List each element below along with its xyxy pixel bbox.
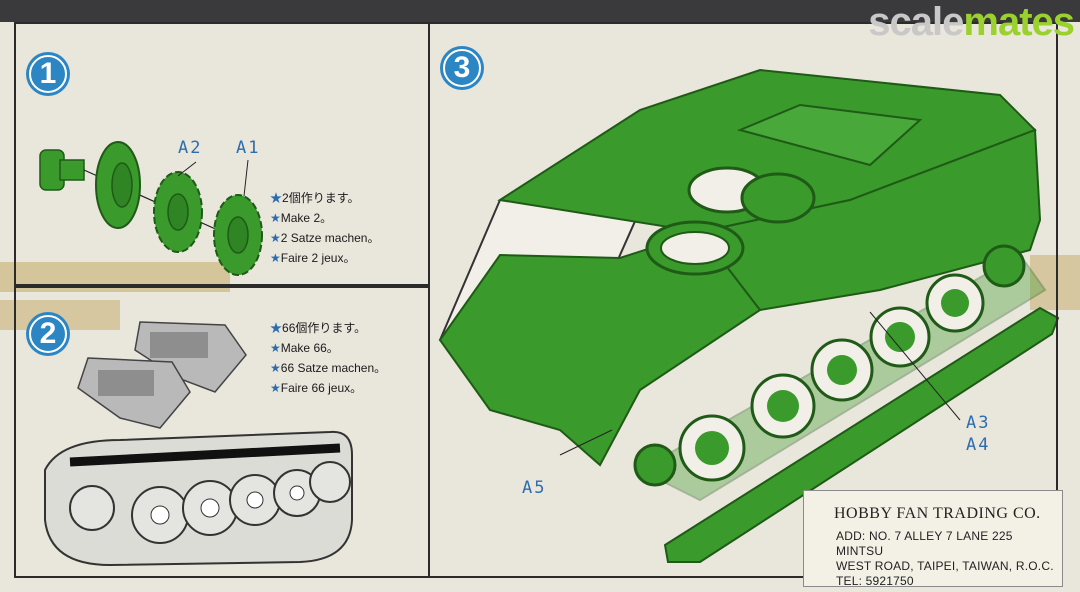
company-info-box: HOBBY FAN TRADING CO. ADD: NO. 7 ALLEY 7…: [803, 490, 1063, 589]
leader-a1: [243, 159, 249, 197]
instr-text-de: 2 Satze machen。: [280, 231, 380, 245]
step2-track-assembly: [44, 430, 353, 567]
instr-text-fr: Faire 2 jeux。: [280, 251, 356, 265]
address-line: WEST ROAD, TAIPEI, TAIWAN, R.O.C.: [836, 559, 1054, 573]
instr-line: ★66 Satze machen。: [270, 358, 386, 378]
leader-a2: [177, 161, 197, 177]
instr-text-jp: 2個作ります。: [282, 191, 360, 205]
step-2-instructions: ★66個作ります。 ★Make 66。 ★66 Satze machen。 ★F…: [270, 318, 386, 398]
instr-text-en: Make 66。: [280, 341, 339, 355]
instr-line: ★2個作ります。: [270, 188, 380, 208]
leader-a3-a4: [869, 311, 961, 421]
instr-line: ★Faire 66 jeux。: [270, 378, 386, 398]
phone-line: TEL: 5921750: [836, 574, 914, 588]
instr-text-de: 66 Satze machen。: [280, 361, 387, 375]
side-skirt-a3-a4: [663, 306, 1060, 563]
label-a3: A3: [966, 413, 991, 433]
step2-track-link-lower: [77, 357, 191, 429]
star-icon: ★: [270, 211, 281, 225]
company-address: ADD: NO. 7 ALLEY 7 LANE 225 MINTSU WEST …: [836, 529, 1062, 589]
address-line: ADD: NO. 7 ALLEY 7 LANE 225 MINTSU: [836, 529, 1013, 558]
watermark-part2: mates: [963, 0, 1075, 44]
scalemates-watermark: scalemates: [868, 0, 1075, 45]
top-dark-edge: [0, 0, 1080, 22]
star-icon: ★: [270, 251, 281, 265]
star-icon: ★: [270, 381, 281, 395]
instr-line: ★Faire 2 jeux。: [270, 248, 380, 268]
step3-vehicle-assembly: [438, 68, 1047, 502]
sprocket-a1: [213, 194, 263, 276]
instr-text-fr: Faire 66 jeux。: [280, 381, 363, 395]
step-1-badge: 1: [26, 52, 70, 96]
step1-wheel-part: [95, 141, 141, 229]
instr-line: ★2 Satze machen。: [270, 228, 380, 248]
star-icon: ★: [270, 341, 281, 355]
tape-strip-right: [1030, 255, 1080, 310]
instr-line: ★66個作ります。: [270, 318, 386, 338]
step-1-instructions: ★2個作ります。 ★Make 2。 ★2 Satze machen。 ★Fair…: [270, 188, 380, 268]
instr-line: ★Make 66。: [270, 338, 386, 358]
star-icon: ★: [270, 231, 281, 245]
label-a2: A2: [178, 138, 203, 158]
sprocket-a2: [153, 171, 203, 253]
badge-ring: [443, 49, 481, 87]
label-a5: A5: [522, 478, 547, 498]
instr-line: ★Make 2。: [270, 208, 380, 228]
label-a4: A4: [966, 435, 991, 455]
company-name: HOBBY FAN TRADING CO.: [834, 505, 1041, 522]
instr-text-jp: 66個作ります。: [282, 321, 367, 335]
step2-track-link-upper: [134, 321, 247, 393]
badge-ring: [29, 315, 67, 353]
badge-ring: [29, 55, 67, 93]
watermark-part1: scale: [868, 0, 964, 44]
step-2-badge: 2: [26, 312, 70, 356]
star-icon: ★: [270, 361, 281, 375]
star-icon: ★: [270, 321, 283, 335]
label-a1: A1: [236, 138, 261, 158]
step-3-badge: 3: [440, 46, 484, 90]
leader-a5: [559, 429, 613, 456]
panel-step-3: [428, 22, 1058, 578]
star-icon: ★: [270, 191, 283, 205]
instr-text-en: Make 2。: [280, 211, 333, 225]
